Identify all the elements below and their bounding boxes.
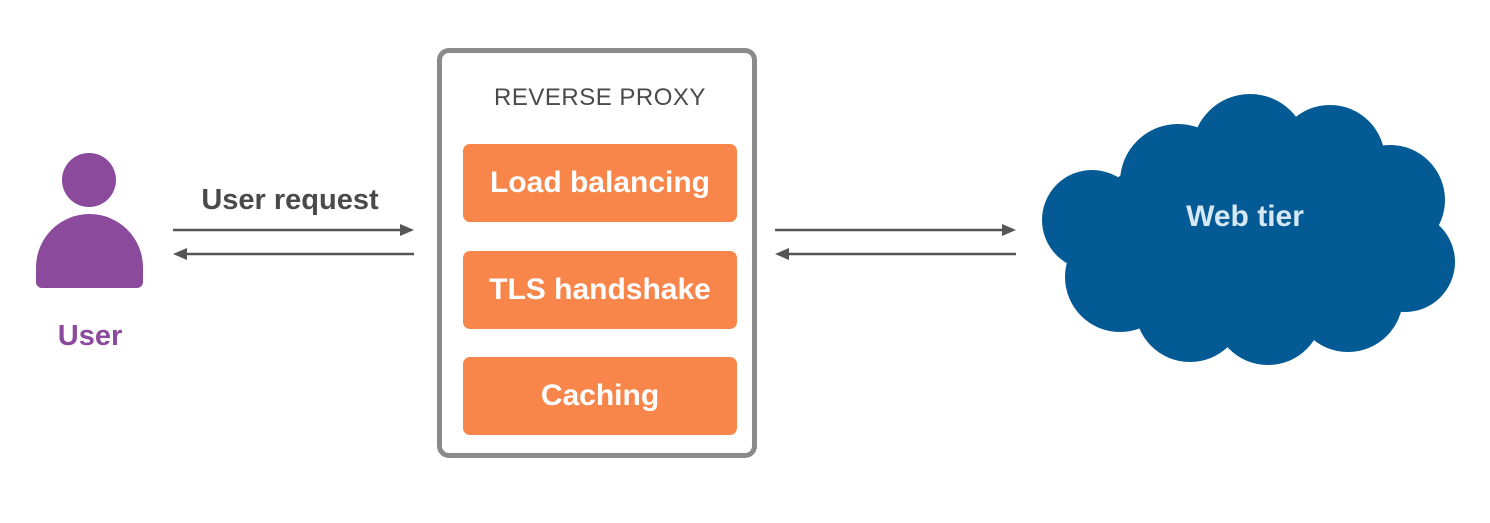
web-tier-label: Web tier <box>1186 200 1304 233</box>
proxy-to-web-arrow <box>775 224 1016 236</box>
request-label: User request <box>201 184 379 216</box>
feature-tls-handshake: TLS handshake <box>463 251 737 329</box>
user-to-proxy-arrow <box>173 224 414 236</box>
user-icon-head <box>62 153 116 207</box>
user-label: User <box>57 320 123 352</box>
feature-load-balancing: Load balancing <box>463 144 737 222</box>
proxy-title: REVERSE PROXY <box>494 84 706 111</box>
proxy-to-user-arrow <box>173 248 414 260</box>
web-to-proxy-arrow <box>775 248 1016 260</box>
feature-caching: Caching <box>463 357 737 435</box>
web-tier-cloud-icon <box>1042 94 1455 365</box>
